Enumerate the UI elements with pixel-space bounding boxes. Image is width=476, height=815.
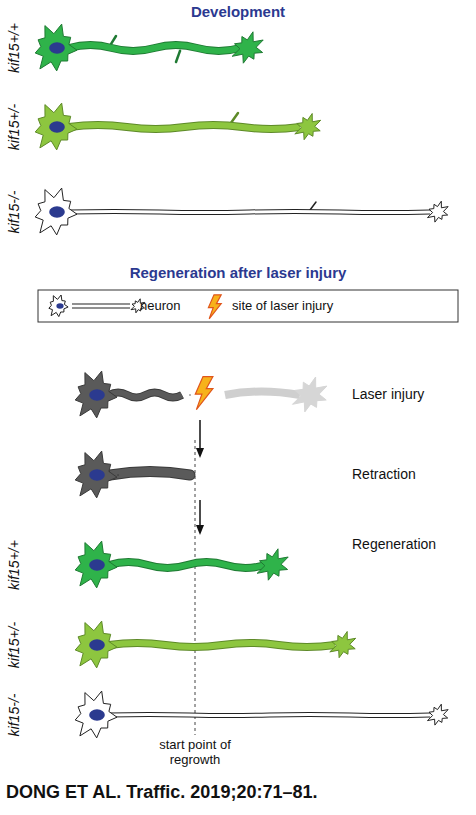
soma — [75, 691, 117, 738]
neuron — [75, 451, 118, 498]
cap-text: DONG ET AL. Traffic. 2019;20:71–81. — [6, 782, 317, 803]
detached-cone — [293, 377, 327, 412]
growth-cone — [428, 201, 449, 222]
soma — [49, 295, 68, 317]
head-text: Development — [0, 3, 476, 20]
nucleus — [56, 303, 63, 308]
nucleus — [89, 709, 105, 720]
genotype-label: kif15+/+ — [6, 23, 22, 73]
soma — [75, 451, 117, 498]
growth-cone — [189, 394, 190, 395]
genotype-label: kif15-/- — [6, 191, 22, 234]
soma — [35, 188, 77, 235]
nucleus — [89, 559, 105, 570]
soma — [75, 621, 117, 668]
nucleus — [89, 639, 105, 650]
genotype-label: kif15+/+ — [6, 540, 22, 590]
growth-cone — [330, 632, 356, 658]
legend-box — [38, 290, 458, 322]
start-text: start point of regrowth — [155, 737, 235, 767]
nucleus — [49, 206, 65, 217]
nucleus — [89, 469, 105, 480]
soma — [75, 371, 117, 418]
leg-text: neuron — [140, 298, 180, 313]
growth-cone — [117, 474, 118, 475]
lightning-bolt — [208, 295, 221, 319]
neuron — [49, 295, 145, 317]
leg-text: site of laser injury — [232, 298, 333, 313]
lightning-bolt — [195, 377, 213, 410]
growth-cone — [428, 704, 449, 725]
neuron — [35, 188, 448, 235]
soma — [35, 24, 77, 71]
nucleus — [49, 121, 65, 132]
neuron — [75, 691, 448, 738]
growth-cone — [232, 32, 263, 63]
neuron — [75, 621, 356, 668]
nucleus — [49, 42, 65, 53]
neuron — [35, 103, 321, 150]
head-text: Regeneration after laser injury — [0, 264, 476, 281]
side-text: Regeneration — [352, 536, 436, 552]
soma — [35, 103, 77, 150]
side-text: Retraction — [352, 466, 416, 482]
growth-cone — [295, 114, 321, 140]
nucleus — [89, 389, 105, 400]
neuron — [75, 541, 288, 588]
start-line — [195, 440, 196, 735]
detached-axon — [225, 392, 300, 396]
side-text: Laser injury — [352, 386, 424, 402]
neuron — [75, 371, 190, 418]
neuron — [35, 24, 263, 71]
genotype-label: kif15+/- — [6, 104, 22, 150]
down-arrow — [196, 420, 204, 535]
soma — [75, 541, 117, 588]
genotype-label: kif15-/- — [6, 694, 22, 737]
growth-cone — [257, 549, 288, 580]
genotype-label: kif15+/- — [6, 622, 22, 668]
retracted-axon — [110, 472, 190, 476]
